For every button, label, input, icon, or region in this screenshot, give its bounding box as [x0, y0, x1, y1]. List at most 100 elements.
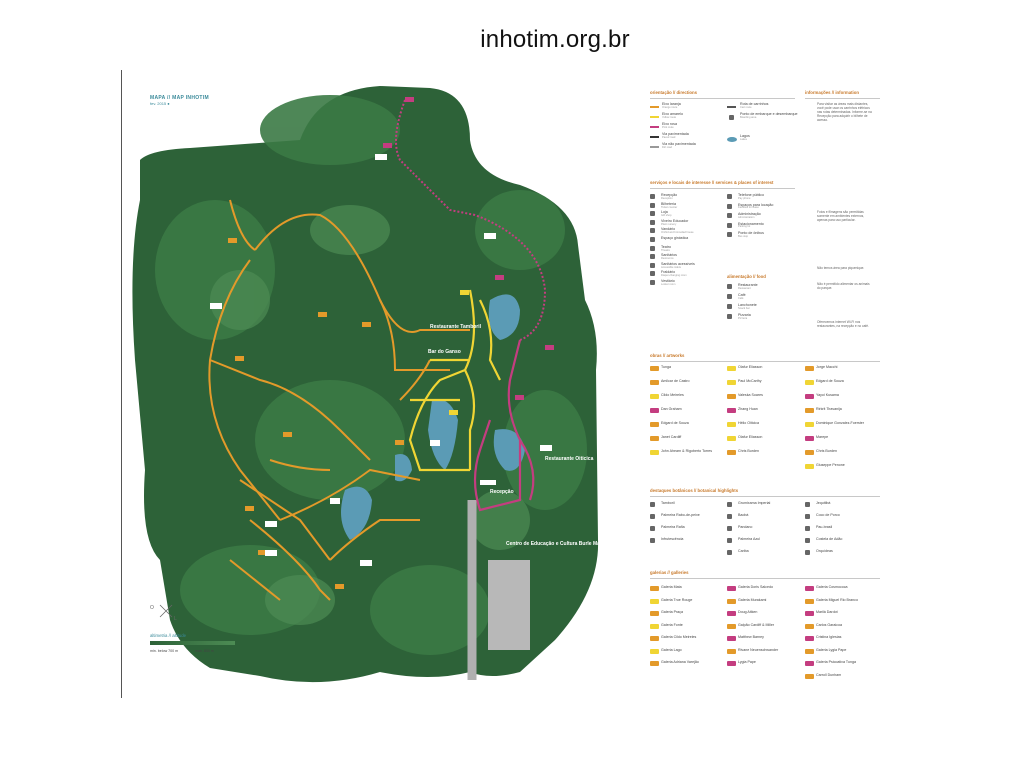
legend-artworks-title: obras // artworks	[650, 353, 685, 358]
list-item: Carroll Dunham	[816, 673, 841, 678]
info-para: Fotos e filmagens são permitidas somente…	[817, 210, 865, 222]
list-item-label: Rirkrit Tiravanija	[816, 407, 842, 411]
list-number-badge	[650, 450, 659, 455]
list-number-badge	[727, 648, 736, 654]
compass-icon: O L	[150, 604, 177, 622]
list-item: Paul McCarthy	[738, 379, 762, 384]
list-item: Lygia Pape	[738, 660, 756, 665]
list-item: Giuseppe Penone	[816, 463, 845, 468]
list-number-badge	[727, 436, 736, 441]
list-item-label: Galeria Cildo Meireles	[661, 635, 697, 639]
list-number-badge	[727, 661, 736, 666]
list-icon	[650, 194, 655, 199]
list-item-label: Galeria True Rouge	[661, 597, 693, 602]
map-edition: fev. 2015 ●	[150, 101, 170, 106]
list-item-label: Rivane Neuenschwander	[738, 647, 779, 652]
list-item-translation: Pizzeria	[738, 316, 748, 320]
list-number-badge	[727, 394, 736, 399]
facility	[265, 550, 277, 556]
facility	[480, 480, 496, 485]
list-item-label: Galeria Lago	[661, 647, 682, 652]
list-item: Pau-brasil	[816, 525, 832, 530]
marker	[515, 395, 524, 400]
list-item-translation: Restrooms	[661, 257, 674, 261]
list-item-label: Palmeira Rafia	[661, 525, 685, 529]
list-item: Galeria Praça	[661, 610, 683, 615]
list-item-label: Costela de Adão	[816, 537, 843, 541]
yellow-swatch	[650, 116, 659, 118]
list-item-label: Administração	[738, 212, 761, 216]
list-item-label: Galeria Praça	[661, 610, 683, 614]
list-item-label: Galeria Cosmococa	[816, 585, 848, 589]
list-item: Espaço ginástica	[661, 236, 688, 241]
list-item: Galeria Mata	[661, 585, 682, 590]
legend-food-title: alimentação // food	[727, 274, 766, 279]
list-item-label: Restaurante	[738, 283, 758, 287]
list-icon	[727, 213, 732, 218]
list-number-badge	[805, 436, 814, 441]
list-item-label: Cariba	[738, 549, 749, 553]
list-item-label: Janet Cardiff	[661, 435, 682, 439]
divider	[650, 578, 880, 579]
list-item-label: Loja	[661, 210, 668, 215]
map-header: MAPA // MAP INHOTIM fev. 2015 ●	[150, 95, 209, 106]
list-item-label: Hélio Oiticica	[738, 421, 759, 425]
list-item: Doug Aitken	[738, 610, 757, 615]
list-item: Galeria True Rouge	[661, 597, 693, 603]
list-icon	[650, 245, 655, 251]
list-number-badge	[805, 422, 814, 427]
info-para: Não é permitido alimentar os animais do …	[817, 282, 870, 290]
list-item-label: Olafur Eliasson	[738, 435, 763, 439]
list-item-label: Espaços para locação	[738, 202, 774, 207]
list-item-translation: Reception	[661, 196, 673, 200]
list-item-label: Marilá Dardot	[816, 610, 838, 614]
list-item: Palmeira Rabo-de-peixe	[661, 513, 700, 518]
list-icon	[650, 280, 655, 285]
list-icon	[650, 271, 655, 277]
marker	[235, 356, 244, 361]
marker	[318, 312, 327, 317]
divider	[650, 361, 880, 362]
lakes	[341, 294, 525, 540]
boarding-icon	[729, 115, 734, 120]
marker	[449, 410, 458, 415]
list-number-badge	[805, 661, 814, 666]
list-icon	[805, 514, 810, 519]
list-number-badge	[650, 611, 659, 616]
divider	[805, 98, 880, 99]
list-item: Chris Burden	[738, 449, 759, 454]
marker	[228, 238, 237, 243]
list-icon	[727, 284, 732, 289]
list-item-label: Jequitibá	[816, 501, 831, 505]
list-number-badge	[805, 673, 814, 679]
list-item: Janet Cardiff	[661, 435, 682, 440]
list-item-translation: Snack bar	[738, 306, 750, 310]
facility	[540, 445, 552, 451]
list-icon	[727, 514, 732, 519]
list-item-label: Galeria Psicoativa Tunga	[816, 660, 856, 664]
altitude-scale	[150, 641, 235, 645]
list-number-badge	[727, 611, 736, 616]
list-number-badge	[727, 450, 736, 455]
legend-galleries-title: galerias // galleries	[650, 570, 689, 575]
list-icon	[805, 538, 810, 543]
parking-lot	[488, 560, 530, 650]
list-item-translation: Plant nursery	[661, 222, 677, 226]
altitude-max: max. 800 m	[195, 649, 214, 653]
list-item-label: Palmeira Azul	[738, 537, 760, 541]
list-item-translation: Diaper-changing room	[661, 274, 687, 278]
list-item: Galeria Lago	[661, 647, 682, 653]
list-item: Orquídeas	[816, 549, 833, 554]
list-icon	[727, 538, 732, 543]
list-item: Matthew Barney	[738, 635, 764, 640]
list-icon	[727, 526, 732, 531]
list-number-badge	[650, 394, 659, 399]
list-item: Marilá Dardot	[816, 610, 838, 615]
